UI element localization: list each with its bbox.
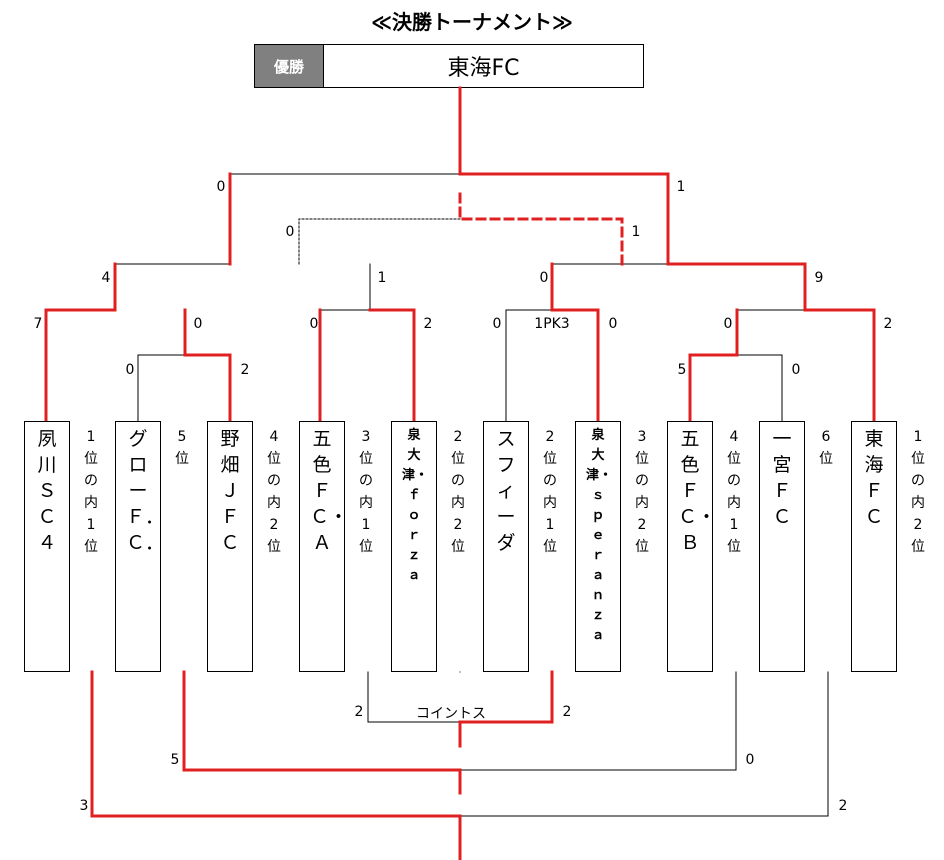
winner-line bbox=[666, 262, 807, 312]
winner-line bbox=[458, 86, 670, 266]
score-label: 1 bbox=[677, 179, 686, 195]
bracket-line bbox=[114, 263, 231, 311]
score-label: 0 bbox=[609, 316, 618, 332]
team-name: 夙川ＳＣ４ bbox=[37, 428, 57, 554]
winner-line bbox=[183, 308, 232, 423]
team-rank: 5位 bbox=[175, 429, 189, 467]
score-label: 2 bbox=[884, 316, 893, 332]
score-label: 1 bbox=[378, 270, 387, 286]
team-name: 泉大津・ｆｏｒｚａ bbox=[402, 428, 429, 583]
score-label: 2 bbox=[355, 704, 364, 720]
score-label: 3 bbox=[80, 798, 89, 814]
team-rank: 1位の内2位 bbox=[911, 429, 925, 555]
score-label: 9 bbox=[815, 270, 824, 286]
team-box: 五色ＦＣ・Ａ bbox=[299, 421, 349, 672]
score-label: 0 bbox=[126, 362, 135, 378]
winner-line bbox=[803, 308, 876, 423]
team-box: 一宮ＦＣ bbox=[759, 421, 805, 672]
team-box: 野畑ＪＦＣ bbox=[207, 421, 253, 672]
champion-box: 優勝 東海FC bbox=[254, 44, 644, 88]
team-box: 東海ＦＣ bbox=[851, 421, 897, 672]
team-box: 五色ＦＣ・Ｂ bbox=[667, 421, 717, 672]
winner-line bbox=[368, 308, 416, 423]
bracket-line bbox=[137, 354, 186, 422]
team-name: 泉大津・ｓｐｅｒａｎｚａ bbox=[586, 428, 613, 643]
team-rank: 4位の内1位 bbox=[727, 429, 741, 555]
team-box: グローＦ．Ｃ． bbox=[115, 421, 165, 672]
team-rank: 2位の内2位 bbox=[451, 429, 465, 555]
score-label: 0 bbox=[746, 752, 755, 768]
score-label: 0 bbox=[310, 316, 319, 332]
winner-line bbox=[44, 308, 117, 423]
score-label: 5 bbox=[678, 362, 687, 378]
bracket-line bbox=[459, 671, 737, 771]
score-label: 1PK3 bbox=[534, 316, 569, 332]
score-label: 1 bbox=[632, 224, 641, 240]
team-box: 泉大津・ｆｏｒｚａ bbox=[391, 421, 437, 672]
team-rank: 4位の内2位 bbox=[267, 429, 281, 555]
winner-line bbox=[182, 670, 462, 795]
team-name: 一宮ＦＣ bbox=[772, 428, 792, 528]
score-label: 0 bbox=[217, 179, 226, 195]
bracket-line bbox=[298, 218, 461, 265]
team-rank: 3位の内1位 bbox=[359, 429, 373, 555]
score-label: 0 bbox=[493, 316, 502, 332]
score-label: 0 bbox=[792, 362, 801, 378]
score-label: 2 bbox=[839, 798, 848, 814]
team-name: 東海ＦＣ bbox=[864, 428, 884, 528]
team-name: 五色ＦＣ・Ａ bbox=[310, 428, 349, 554]
score-label: 2 bbox=[241, 362, 250, 378]
score-label: 7 bbox=[34, 316, 43, 332]
score-label: 4 bbox=[102, 270, 111, 286]
team-box: 夙川ＳＣ４ bbox=[24, 421, 70, 672]
score-label: 2 bbox=[424, 316, 433, 332]
winner-line bbox=[550, 262, 600, 423]
team-name: 五色ＦＣ・Ｂ bbox=[678, 428, 717, 554]
team-rank: 2位の内1位 bbox=[543, 429, 557, 555]
bracket-line bbox=[319, 263, 371, 311]
team-name: 野畑ＪＦＣ bbox=[220, 428, 240, 554]
winner-line bbox=[458, 192, 624, 266]
team-name: スフィーダ bbox=[496, 428, 516, 554]
team-box: 泉大津・ｓｐｅｒａｎｚａ bbox=[575, 421, 621, 672]
bracket-line bbox=[459, 671, 829, 817]
bracket-line bbox=[505, 309, 553, 422]
bracket-line bbox=[551, 263, 669, 311]
winner-line bbox=[458, 670, 554, 748]
winner-line bbox=[688, 308, 739, 423]
winner-line bbox=[90, 670, 462, 860]
score-label: 0 bbox=[286, 224, 295, 240]
score-label: 2 bbox=[563, 704, 572, 720]
bracket-line bbox=[367, 671, 461, 723]
team-rank: 6位 bbox=[819, 429, 833, 467]
team-box: スフィーダ bbox=[483, 421, 529, 672]
coin-toss-note: コイントス bbox=[416, 706, 486, 722]
team-rank: 1位の内1位 bbox=[84, 429, 98, 555]
score-label: 0 bbox=[194, 316, 203, 332]
team-name: グローＦ．Ｃ． bbox=[126, 428, 165, 554]
bracket-line bbox=[735, 354, 783, 422]
page-title: ≪決勝トーナメント≫ bbox=[371, 10, 573, 34]
champion-name: 東海FC bbox=[447, 56, 520, 81]
score-label: 0 bbox=[724, 316, 733, 332]
score-label: 5 bbox=[171, 752, 180, 768]
score-label: 0 bbox=[540, 270, 549, 286]
champion-label: 優勝 bbox=[255, 45, 324, 87]
team-rank: 3位の内2位 bbox=[635, 429, 649, 555]
